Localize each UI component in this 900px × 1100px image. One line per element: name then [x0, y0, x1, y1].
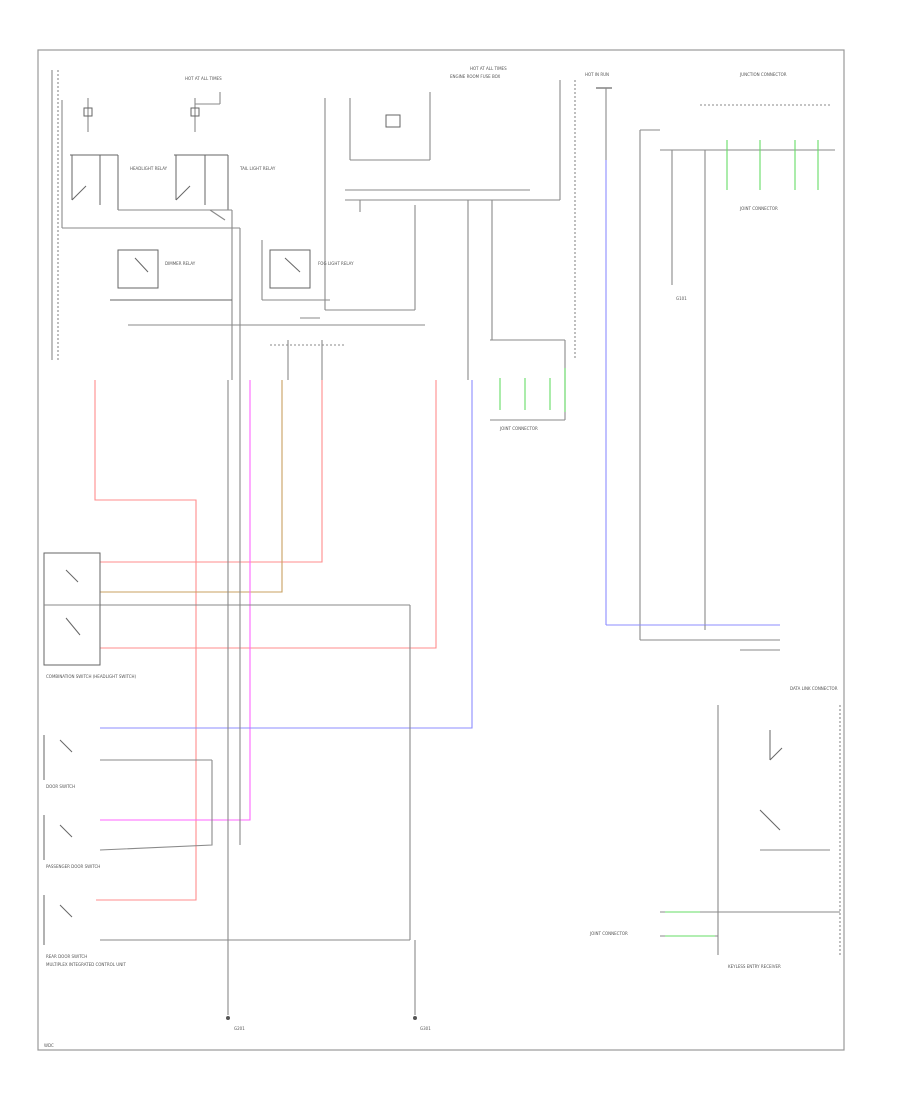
right-upper-group: HOT IN RUN JUNCTION CONNECTOR JOINT CONN… [585, 72, 838, 691]
relay-group-center [324, 80, 576, 380]
ground-left-label: G201 [234, 1026, 245, 1031]
ground-right-label: G301 [420, 1026, 431, 1031]
rear-door-switch-label: REAR DOOR SWITCH [46, 954, 87, 959]
joint-connector-right2-label: JOINT CONNECTOR [589, 931, 628, 936]
ground-top-label: G101 [676, 296, 687, 301]
joint-connector-mid-label: JOINT CONNECTOR [499, 426, 538, 431]
left-switch-stack: COMBINATION SWITCH (HEADLIGHT SWITCH) DO… [43, 552, 137, 967]
relay-group-mid [110, 240, 425, 380]
dlc-label: DATA LINK CONNECTOR [790, 686, 838, 691]
micu-label: MULTIPLEX INTEGRATED CONTROL UNIT [46, 962, 126, 967]
joint-connector-mid: JOINT CONNECTOR [490, 339, 566, 431]
relay-4-label: FOG LIGHT RELAY [318, 261, 354, 266]
colored-wires [94, 380, 473, 1015]
relay-2-label: TAIL LIGHT RELAY [239, 166, 276, 171]
relay-3-label: DIMMER RELAY [165, 261, 196, 266]
hot-in-run-label: HOT IN RUN [585, 72, 609, 77]
joint-connector-right-label: JOINT CONNECTOR [739, 206, 778, 211]
diagram-border [37, 49, 845, 1051]
relay-1-label: HEADLIGHT RELAY [130, 166, 168, 171]
top-center-fuse-label: HOT AT ALL TIMES [470, 66, 507, 71]
combo-switch-label: COMBINATION SWITCH (HEADLIGHT SWITCH) [46, 674, 137, 679]
keyless-receiver-label: KEYLESS ENTRY RECEIVER [728, 964, 781, 969]
door-switch-label: DOOR SWITCH [46, 784, 75, 789]
top-left-fuse-label: HOT AT ALL TIMES [185, 76, 222, 81]
relay-group-left [51, 70, 241, 380]
junction-connector-label: JUNCTION CONNECTOR [739, 72, 787, 77]
footer-code: WDC [44, 1043, 54, 1048]
passenger-door-switch-label: PASSENGER DOOR SWITCH [46, 864, 100, 869]
top-center-fuse2-label: ENGINE ROOM FUSE BOX [450, 74, 501, 79]
grounds: G201 G301 [226, 1016, 431, 1031]
keyless-receiver: JOINT CONNECTOR KEYLESS ENTRY RECEIVER [589, 705, 841, 969]
